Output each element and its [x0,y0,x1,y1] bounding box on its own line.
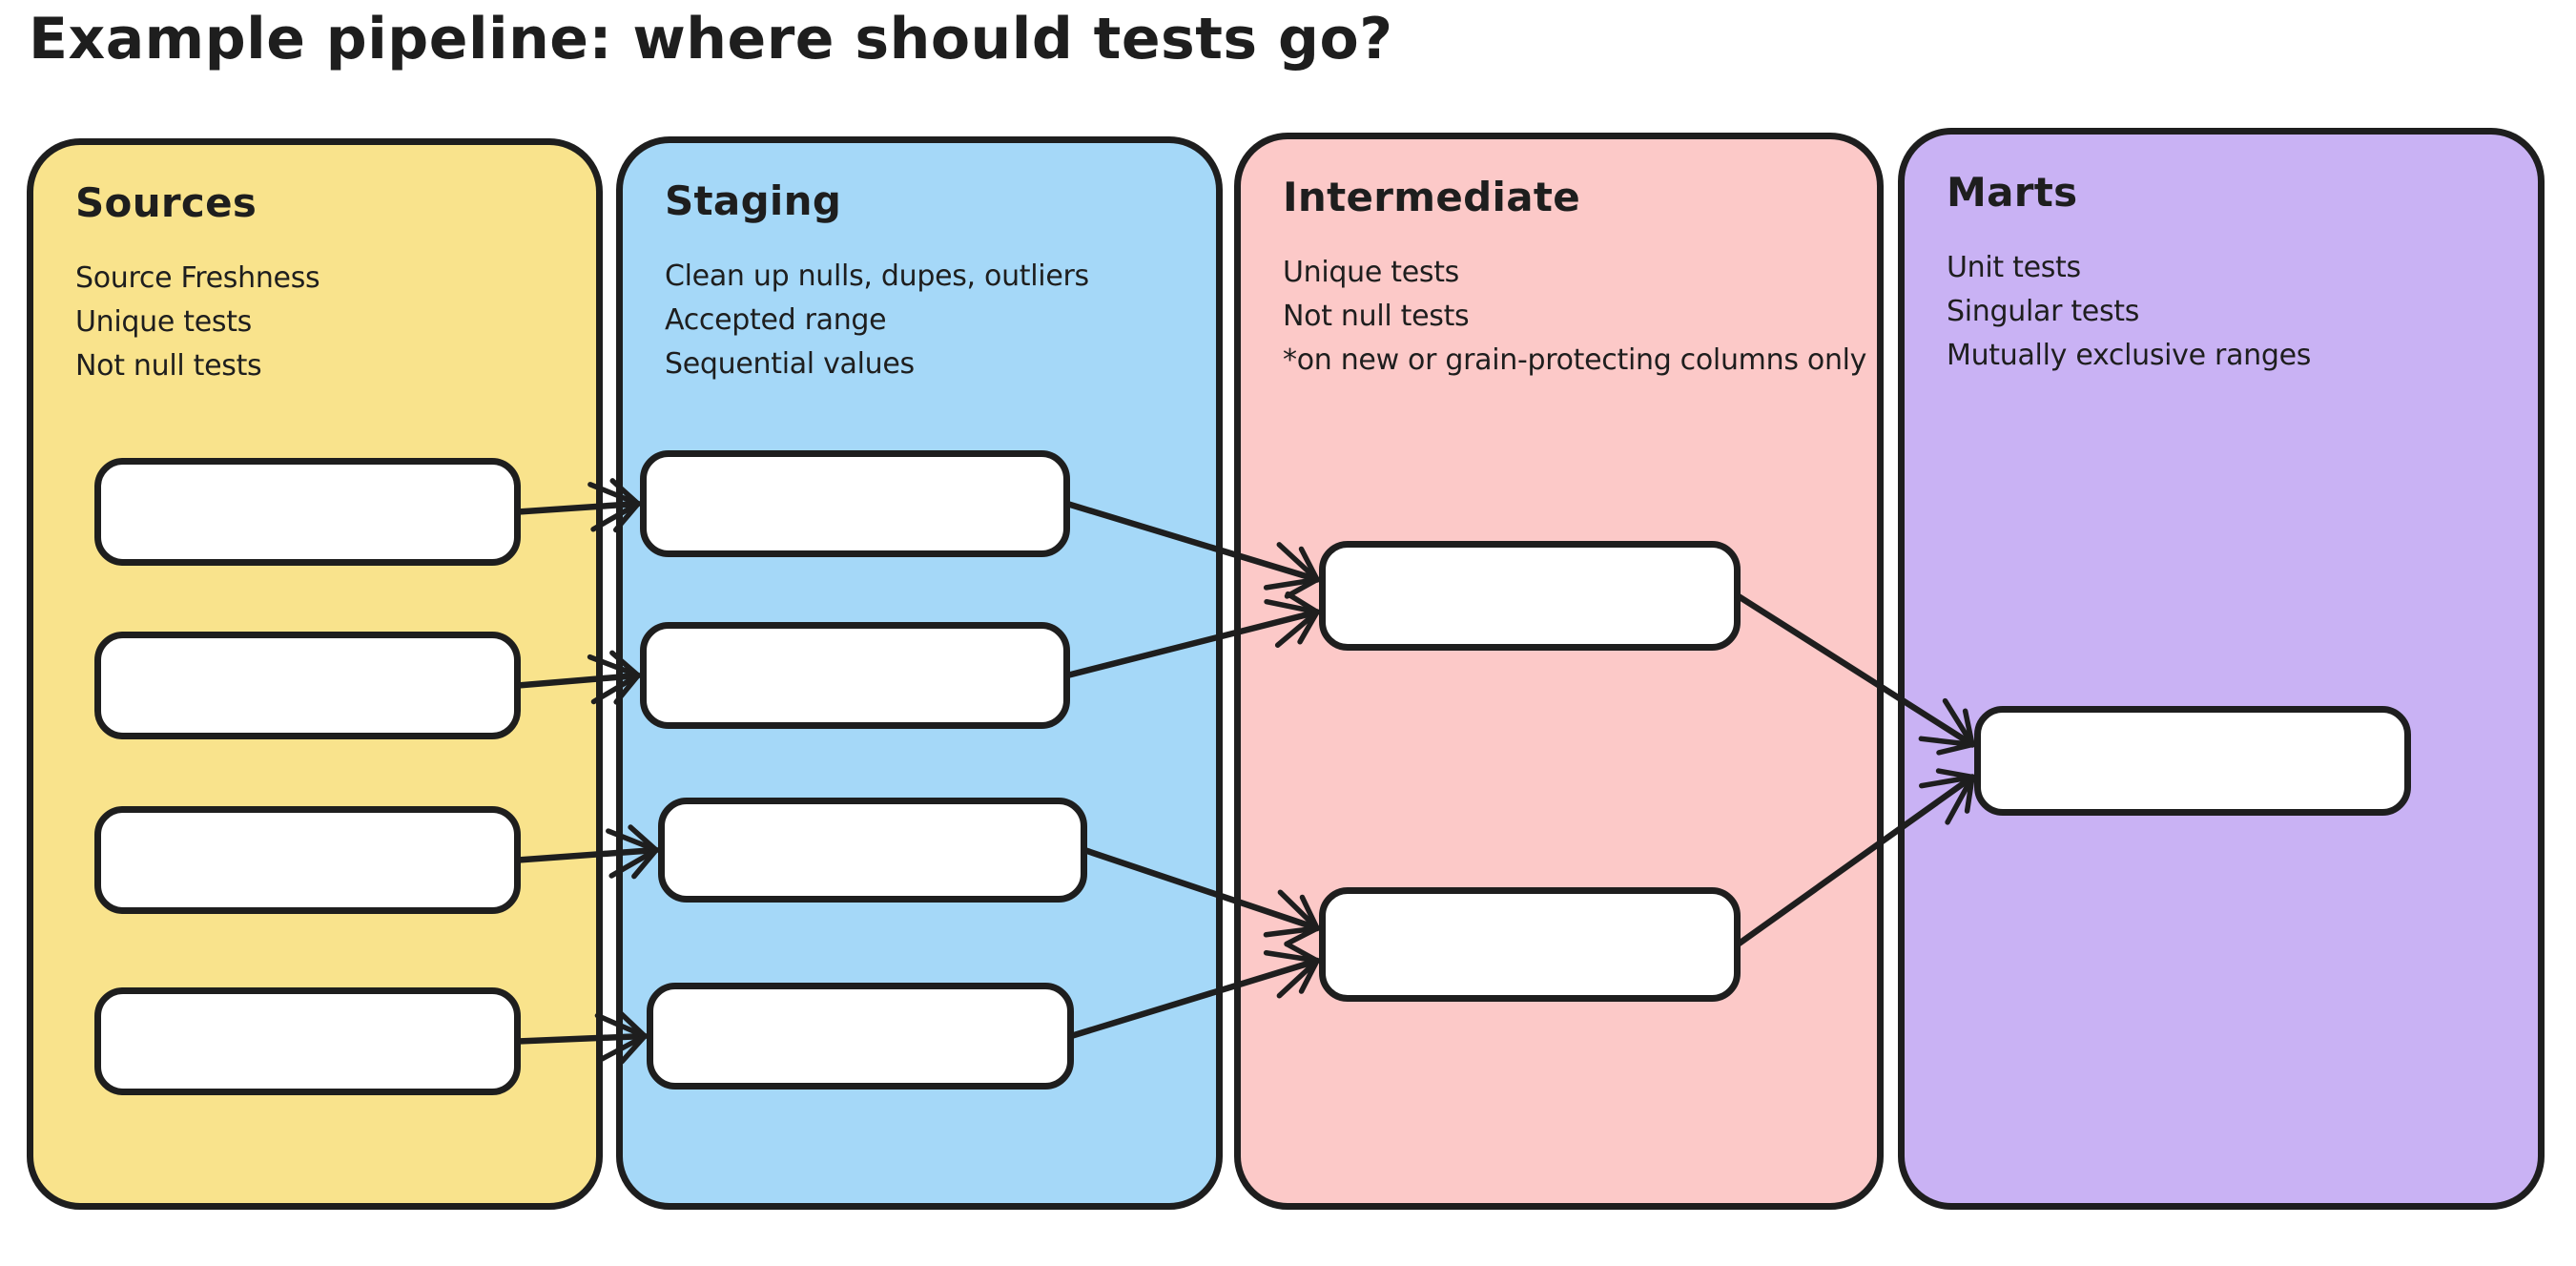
model-node [647,983,1074,1090]
column-note: Unique tests [1283,256,1459,289]
model-node [94,987,521,1095]
column-notes: Clean up nulls, dupes, outliers Accepted… [665,255,1187,386]
model-node [1974,706,2411,816]
model-node [1319,887,1741,1002]
column-note: Not null tests [1283,300,1470,333]
model-node [94,632,521,739]
column-notes: Unique tests Not null tests *on new or g… [1283,251,1867,383]
column-notes: Source Freshness Unique tests Not null t… [75,257,567,388]
model-node [658,798,1087,903]
column-title: Marts [1947,169,2078,216]
model-node [640,450,1070,557]
column-marts: Marts Unit tests Singular tests Mutually… [1898,128,2545,1210]
model-node [94,458,521,566]
model-node [1319,541,1741,651]
column-note: *on new or grain-protecting columns only [1283,343,1867,377]
column-note: Sequential values [665,347,915,381]
column-note: Singular tests [1947,295,2140,328]
column-note: Unique tests [75,305,252,339]
diagram-title: Example pipeline: where should tests go? [29,6,1393,73]
column-title: Sources [75,179,258,226]
column-note: Accepted range [665,303,887,337]
model-node [94,806,521,914]
column-note: Clean up nulls, dupes, outliers [665,259,1089,293]
column-notes: Unit tests Singular tests Mutually exclu… [1947,246,2509,378]
column-title: Staging [665,177,842,224]
column-note: Mutually exclusive ranges [1947,339,2312,372]
model-node [640,622,1070,729]
column-note: Unit tests [1947,251,2081,284]
column-note: Source Freshness [75,261,320,295]
column-title: Intermediate [1283,174,1581,220]
column-note: Not null tests [75,349,262,383]
column-intermediate: Intermediate Unique tests Not null tests… [1234,133,1884,1210]
